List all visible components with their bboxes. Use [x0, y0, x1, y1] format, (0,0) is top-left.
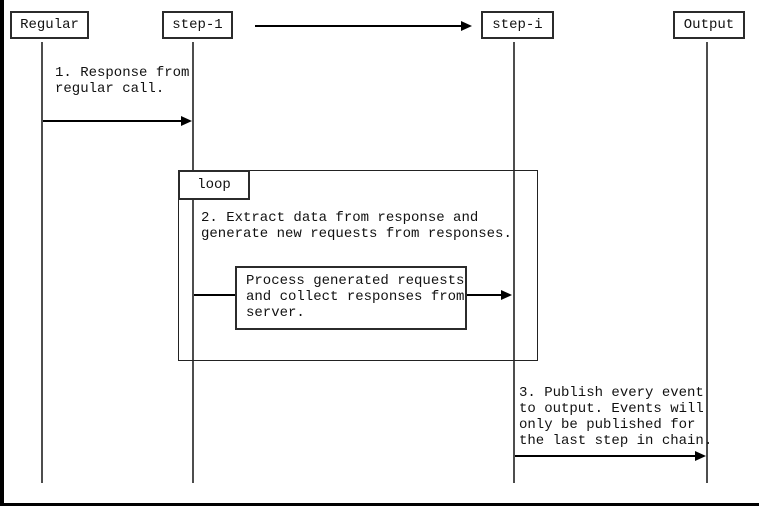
actor-label-regular: Regular: [20, 17, 79, 33]
message-1-text: 1. Response from regular call.: [55, 65, 190, 97]
message-3-arrow-line: [515, 455, 696, 457]
loop-frame: [178, 170, 538, 361]
actor-box-step-1: step-1: [162, 11, 233, 39]
message-3-text: 3. Publish every event to output. Events…: [519, 385, 713, 449]
process-out-arrowhead-icon: [501, 290, 512, 300]
chain-arrowhead-icon: [461, 21, 472, 31]
process-out-arrow-line: [467, 294, 503, 296]
process-box: Process generated requests and collect r…: [235, 266, 467, 330]
actor-box-regular: Regular: [10, 11, 89, 39]
process-in-line: [194, 294, 235, 296]
actor-label-step-1: step-1: [172, 17, 223, 33]
actor-label-step-i: step-i: [492, 17, 543, 33]
window-left-edge: [0, 0, 4, 506]
message-2-text: 2. Extract data from response and genera…: [201, 210, 512, 242]
message-1-arrowhead-icon: [181, 116, 192, 126]
actor-box-step-i: step-i: [481, 11, 554, 39]
lifeline-step-1: [192, 42, 194, 483]
lifeline-step-i: [513, 42, 515, 483]
message-1-arrow-line: [43, 120, 183, 122]
message-3-arrowhead-icon: [695, 451, 706, 461]
lifeline-output: [706, 42, 708, 483]
loop-label: loop: [197, 177, 231, 193]
loop-label-box: loop: [178, 170, 250, 200]
actor-box-output: Output: [673, 11, 745, 39]
lifeline-regular: [41, 42, 43, 483]
window-bottom-edge: [0, 503, 759, 506]
chain-arrow-line: [255, 25, 463, 27]
actor-label-output: Output: [683, 17, 735, 33]
